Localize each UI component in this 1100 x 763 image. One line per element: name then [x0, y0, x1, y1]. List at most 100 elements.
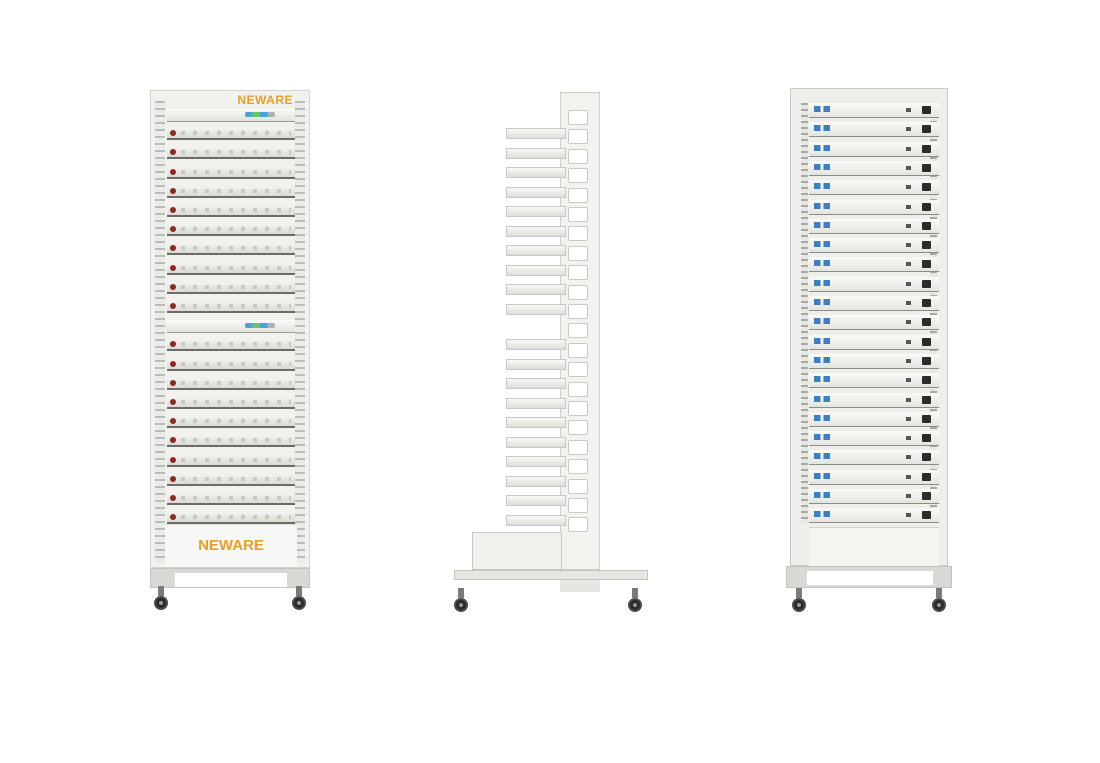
back-unit — [809, 141, 939, 157]
back-unit — [809, 450, 939, 466]
back-unit — [809, 489, 939, 504]
channel-unit — [167, 473, 295, 486]
side-shelf — [506, 264, 566, 276]
side-shelf — [506, 456, 566, 467]
back-unit — [809, 431, 939, 447]
channel-unit — [167, 397, 295, 409]
channel-unit — [167, 301, 295, 313]
back-unit — [809, 218, 939, 234]
channel-unit — [167, 512, 295, 525]
side-shelf — [506, 378, 566, 389]
caster-wheel-icon — [628, 588, 642, 612]
side-shelf — [506, 186, 566, 198]
back-unit — [809, 160, 939, 176]
side-shelf — [506, 147, 566, 159]
pillar-slot — [568, 284, 588, 300]
control-unit — [167, 320, 295, 334]
caster-wheel-icon — [932, 588, 946, 612]
side-shelf — [506, 245, 566, 256]
pillar-slot — [568, 168, 588, 184]
back-unit — [809, 296, 939, 311]
channel-unit — [167, 377, 295, 390]
side-shelf — [506, 358, 566, 370]
channel-unit — [167, 262, 295, 275]
back-rack-image — [786, 88, 952, 612]
back-unit — [809, 353, 939, 369]
channel-unit — [167, 416, 295, 429]
back-unit — [809, 392, 939, 408]
pillar-slot — [568, 245, 588, 261]
channel-unit — [167, 128, 295, 141]
pillar-slot — [568, 401, 588, 416]
side-shelf — [506, 303, 566, 315]
channel-unit — [167, 185, 295, 198]
pillar-slot — [568, 362, 588, 378]
side-base-box — [472, 532, 562, 570]
back-bottom-panel — [809, 527, 939, 566]
side-shelf — [506, 417, 566, 428]
channel-unit — [167, 243, 295, 256]
pillar-slot — [568, 459, 588, 475]
pillar-slot — [568, 226, 588, 242]
channel-unit — [167, 224, 295, 237]
channel-unit — [167, 339, 295, 352]
side-shelf — [506, 495, 566, 506]
control-unit — [167, 109, 295, 122]
channel-unit — [167, 454, 295, 467]
caster-wheel-icon — [792, 588, 806, 612]
pillar-slot — [568, 148, 588, 164]
channel-unit — [167, 281, 295, 294]
rack-base — [786, 566, 952, 588]
side-shelf — [506, 284, 566, 295]
pillar-slot — [568, 439, 588, 455]
side-shelf — [506, 128, 566, 139]
channel-unit — [167, 166, 295, 179]
side-shelf — [506, 397, 566, 409]
pillar-slot — [568, 498, 588, 513]
back-unit — [809, 103, 939, 118]
side-base-bar — [454, 570, 648, 580]
caster-wheel-icon — [154, 586, 168, 610]
side-shelf — [506, 514, 566, 526]
side-stem — [560, 580, 600, 592]
channel-unit — [167, 205, 295, 217]
back-unit — [809, 276, 939, 292]
channel-unit — [167, 493, 295, 505]
back-unit — [809, 238, 939, 254]
pillar-slot — [568, 304, 588, 319]
rack-post-left — [801, 103, 808, 523]
side-shelf — [506, 436, 566, 448]
pillar-slot — [568, 342, 588, 358]
caster-wheel-icon — [454, 588, 468, 612]
pillar-slot — [568, 420, 588, 436]
side-shelf — [506, 339, 566, 350]
rack-post-right — [930, 103, 937, 523]
rack-base — [150, 568, 310, 588]
pillar-slot — [568, 323, 588, 339]
front-rack-image: NEWARE NEWARE — [150, 90, 310, 612]
back-unit — [809, 122, 939, 138]
channel-unit — [167, 358, 295, 371]
pillar-slot — [568, 478, 588, 494]
pillar-slot — [568, 207, 588, 222]
back-unit — [809, 508, 939, 524]
pillar-slot — [568, 187, 588, 203]
back-unit — [809, 469, 939, 485]
pillar-slot — [568, 110, 588, 125]
front-rack-frame: NEWARE NEWARE — [150, 90, 310, 568]
rack-post-right — [295, 101, 305, 563]
back-unit — [809, 257, 939, 273]
back-rack-frame — [790, 88, 948, 566]
brand-logo-top: NEWARE — [237, 93, 293, 107]
channel-unit — [167, 435, 295, 448]
pillar-slot — [568, 381, 588, 397]
side-shelf — [506, 206, 566, 217]
channel-unit — [167, 147, 295, 160]
rack-post-left — [155, 101, 165, 563]
brand-logo-bottom: NEWARE — [198, 537, 264, 554]
side-shelf — [506, 225, 566, 237]
back-unit — [809, 411, 939, 427]
back-unit — [809, 199, 939, 215]
side-shelf — [506, 475, 566, 487]
caster-wheel-icon — [292, 586, 306, 610]
